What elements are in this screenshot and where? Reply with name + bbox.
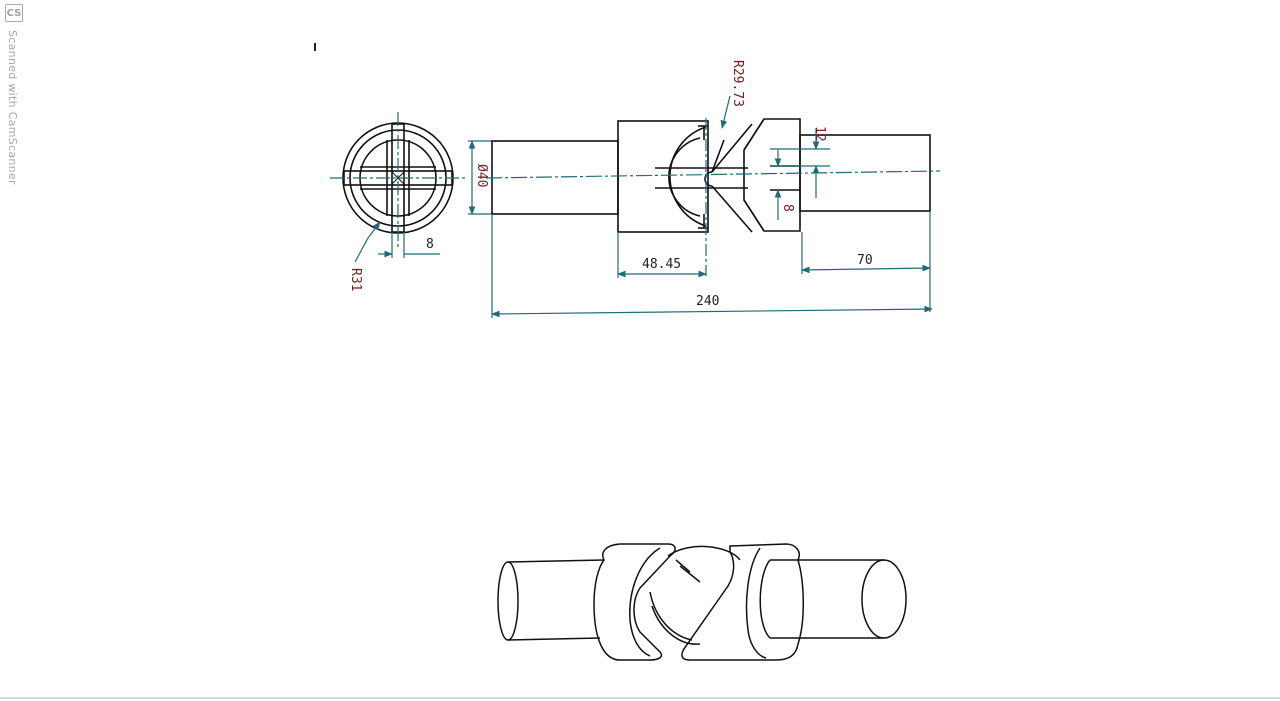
iso-left-yoke <box>593 543 676 661</box>
r31-leader <box>354 221 381 263</box>
label-key-width-left: 8 <box>426 237 434 252</box>
label-r31: R31 <box>348 268 363 291</box>
left-yoke <box>617 120 709 233</box>
label-slot-width: 8 <box>780 204 795 212</box>
main-center-line <box>485 170 941 179</box>
dim-diameter <box>468 140 492 215</box>
iso-right-shaft <box>770 559 884 639</box>
end-view-center-lines <box>330 112 468 250</box>
camscanner-logo-text: CS <box>6 7 22 19</box>
stray-mark <box>314 43 316 51</box>
camscanner-watermark: Scanned with CamScanner <box>6 30 19 185</box>
label-r2973: R29.73 <box>730 60 745 107</box>
iso-cross <box>651 545 741 645</box>
label-offset: 48.45 <box>642 257 681 272</box>
isometric-view <box>497 543 907 661</box>
cross-arc <box>669 126 707 227</box>
camscanner-logo: CS <box>5 4 23 22</box>
left-shaft <box>491 140 619 215</box>
iso-left-shaft <box>507 559 605 641</box>
dim-offset <box>617 232 707 278</box>
iso-right-yoke <box>681 543 804 661</box>
label-slot-top: 12 <box>812 126 827 142</box>
dim-overall-length <box>491 214 933 318</box>
iso-right-shaft-end <box>861 559 907 639</box>
bottom-rule <box>0 697 1280 699</box>
front-view <box>491 118 931 233</box>
r2973-leader <box>720 95 731 129</box>
dim-shaft-length <box>801 211 931 312</box>
dim-key-width-left <box>378 232 440 258</box>
label-diameter: Ø40 <box>474 164 489 187</box>
label-overall-length: 240 <box>696 294 719 309</box>
label-shaft-length: 70 <box>857 253 873 268</box>
